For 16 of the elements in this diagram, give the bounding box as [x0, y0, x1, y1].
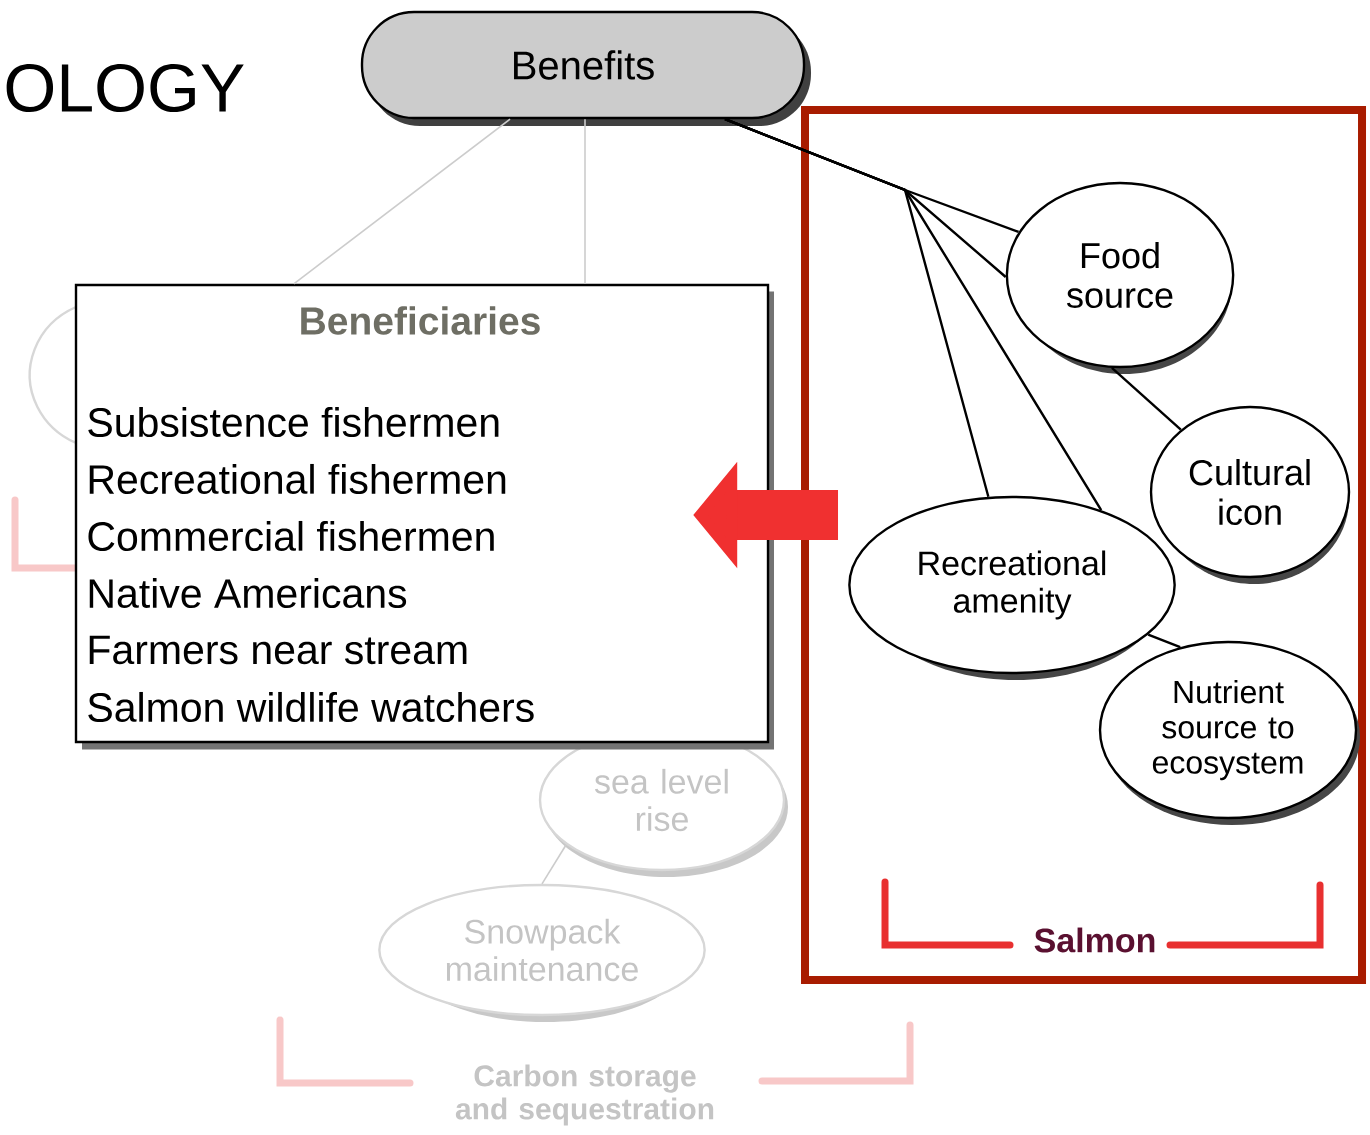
connector-line: [541, 843, 567, 885]
bracket-label: Carbon storage and sequestration: [455, 1064, 714, 1126]
connector-line: [584, 118, 586, 285]
connector-line: [724, 118, 1103, 511]
connector-line: [1147, 633, 1181, 649]
ellipse-node: Nutrient source to ecosystem: [1098, 640, 1360, 825]
connector-line: [293, 118, 511, 285]
ellipse-node: Recreational amenity: [848, 495, 1176, 680]
title-text: OLOGY: [6, 63, 244, 113]
ellipse-node: Snowpack maintenance: [378, 883, 706, 1022]
node-label: Cultural icon: [1189, 458, 1310, 526]
rounded-box: Benefits: [360, 10, 811, 126]
ellipse-node: Food source: [1005, 181, 1235, 374]
connector-line: [1111, 367, 1182, 431]
list-box: Beneficiaries Subsistence fishermen Recreational fishermen Commercial fishermen Native Americans Farmers near stream Salmon wildlife watchers: [74, 283, 774, 750]
ellipse-node: Cultural icon: [1149, 405, 1351, 584]
